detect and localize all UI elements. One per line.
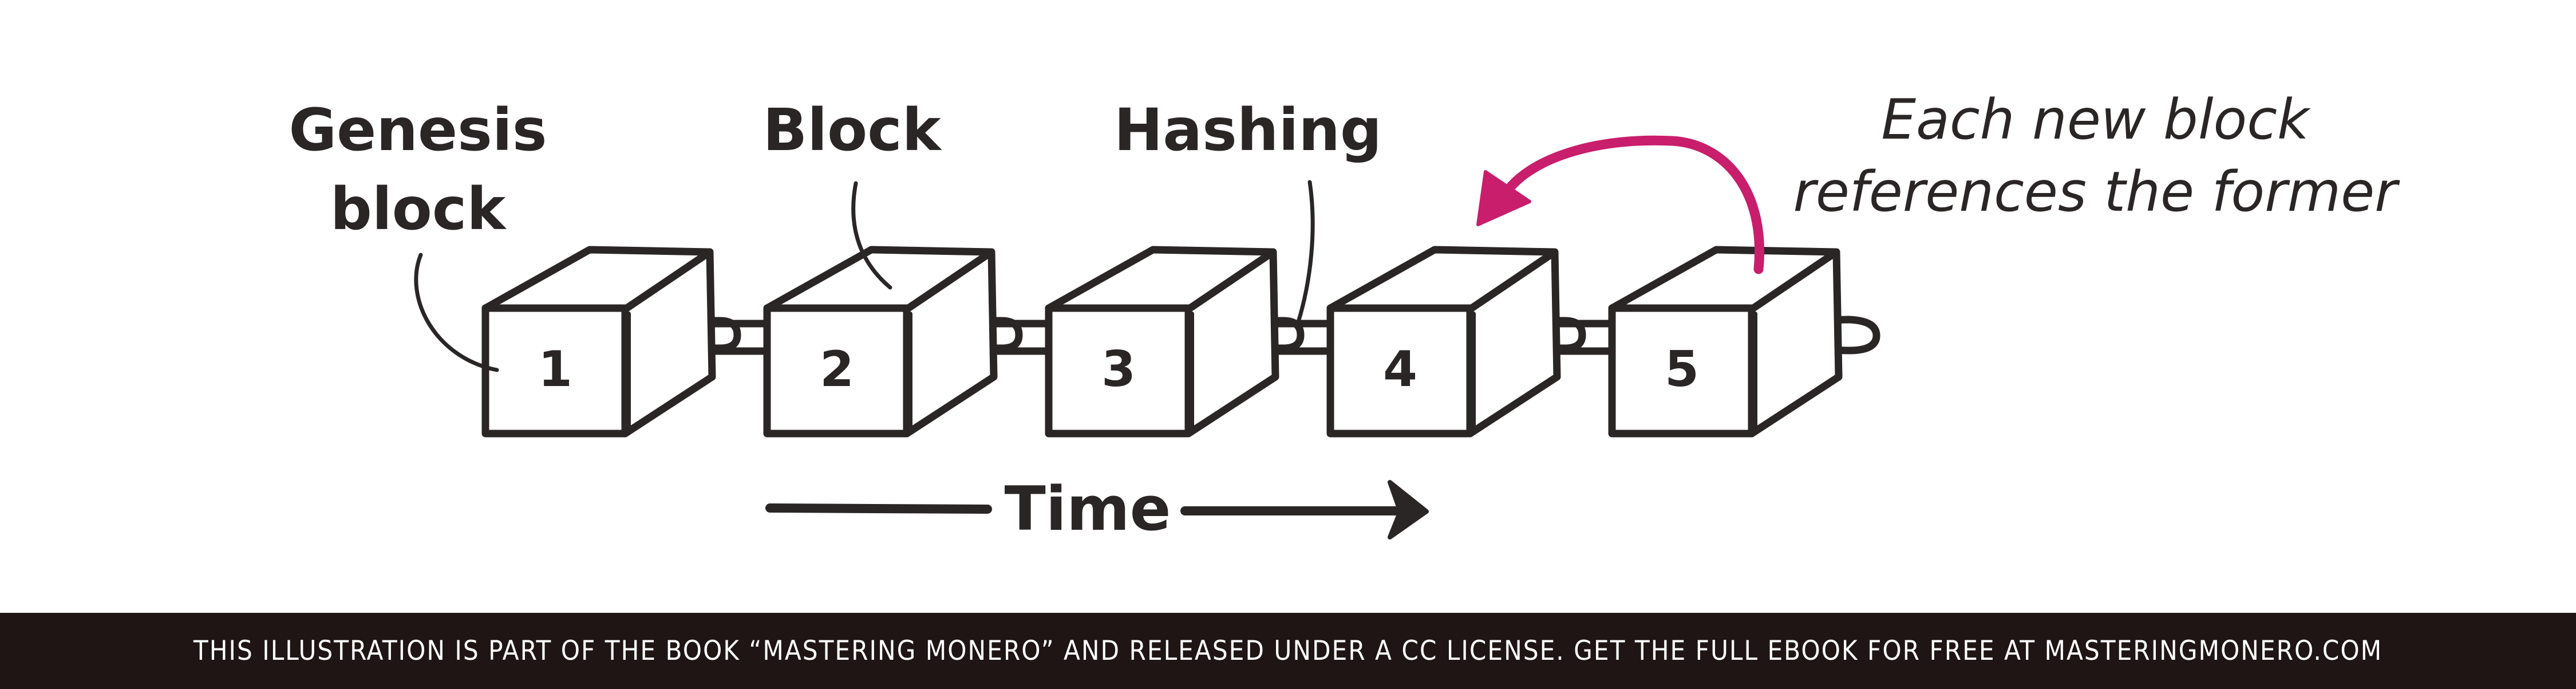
block-number: 1: [538, 341, 572, 398]
time-arrow: [765, 480, 1429, 540]
time-label: Time: [1005, 474, 1171, 544]
block-4: 4: [1326, 246, 1561, 438]
block-1: 1: [481, 246, 716, 438]
genesis-leader-line: [414, 253, 499, 372]
chain-link-end: [1788, 316, 1880, 355]
block-leader-line: [851, 181, 892, 290]
block-label: Block: [762, 96, 942, 164]
footer-license-text: THIS ILLUSTRATION IS PART OF THE BOOK “M…: [193, 635, 2383, 667]
blockchain-diagram: 1 2 3 4 5: [289, 88, 2400, 544]
hashing-leader-line: [1296, 180, 1315, 324]
block-3: 3: [1045, 246, 1279, 438]
block-5: 5: [1608, 246, 1843, 438]
hashing-label: Hashing: [1114, 96, 1382, 164]
block-number: 2: [820, 341, 854, 398]
block-number: 3: [1101, 341, 1136, 398]
block-number: 5: [1665, 341, 1699, 398]
footer-banner: THIS ILLUSTRATION IS PART OF THE BOOK “M…: [0, 613, 2576, 689]
block-number: 4: [1383, 341, 1417, 398]
block-2: 2: [763, 246, 998, 438]
genesis-label-line1: Genesis: [289, 96, 547, 164]
genesis-label-line2: block: [330, 175, 507, 243]
note-line1: Each new block: [1881, 88, 2311, 152]
note-line2: references the former: [1793, 160, 2400, 224]
reference-arrow: [1476, 135, 1764, 274]
